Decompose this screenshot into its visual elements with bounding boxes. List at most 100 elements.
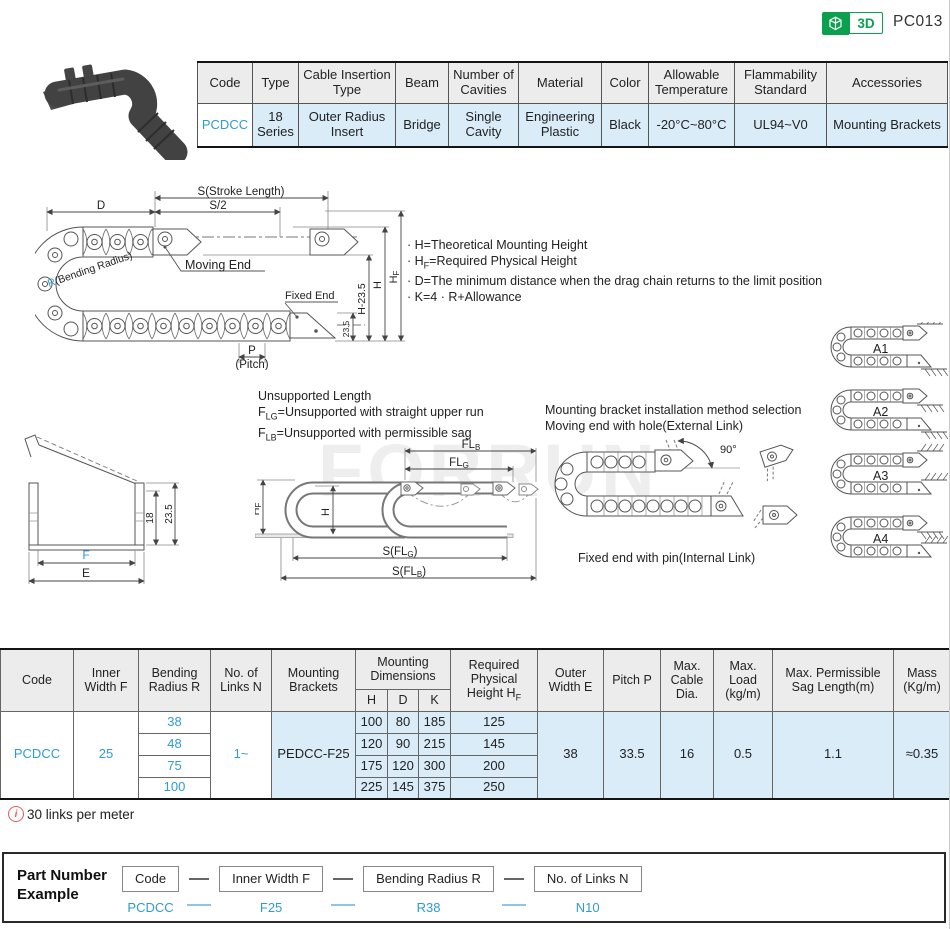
view-3d-badge[interactable]: 3D [822, 12, 883, 35]
fixed-end-caption: Fixed end with pin(Internal Link) [578, 551, 756, 565]
part-number-value: F25 [259, 900, 283, 915]
variant-a1: A1 [830, 322, 948, 377]
rotation-arc [677, 438, 714, 469]
flg-pre: F [258, 405, 266, 419]
part-number-connector [494, 866, 534, 906]
variant-a2: A2 [830, 388, 948, 440]
spec-table: Code Type Cable Insertion Type Beam Numb… [197, 61, 948, 148]
dim-h: H [372, 281, 384, 289]
dim-23-5: 23.5 [341, 320, 351, 337]
connector-dash [333, 878, 354, 880]
fixed-end-label: Fixed End [285, 290, 335, 302]
col-pitch: Pitch P [603, 648, 661, 712]
dim-f: F [82, 548, 89, 562]
mounting-variant-diagrams: A1 A2 A3 A4 [830, 322, 948, 558]
col-required-height: Required Physical Height HF [450, 648, 538, 712]
spec-header-cavities: Number of Cavities [448, 61, 519, 104]
dim-hf-sub: F [392, 270, 401, 275]
info-icon: i [8, 806, 24, 822]
cell-h: 120 [355, 732, 388, 756]
part-number-flow: Code PCDCC Inner Width F F25 Bending Rad… [122, 866, 642, 915]
col-d: D [387, 688, 419, 712]
part-number-box: No. of Links N [533, 866, 642, 892]
unsupported-length-notes: Unsupported Length FLG=Unsupported with … [258, 388, 558, 445]
mounting-method-subtitle: Moving end with hole(External Link) [545, 419, 744, 433]
part-number-item-code: Code PCDCC [122, 866, 180, 915]
spec-value-material: Engineering Plastic [518, 103, 602, 148]
cell-links: 1~ [210, 710, 272, 800]
dim-s-half: S/2 [209, 200, 226, 212]
product-photo [43, 64, 188, 160]
cell-h: 100 [355, 710, 388, 734]
variant-a1-label: A1 [873, 342, 888, 356]
note-hf: · HF=Required Physical Height [407, 254, 947, 274]
table-row: 75 175 120 300 200 [1, 754, 950, 778]
hf-pre: H [255, 507, 262, 515]
part-number-item-width: Inner Width F F25 [219, 866, 324, 915]
main-dimension-diagram: S(Stroke Length) S/2 D Moving End R(Bend… [35, 186, 405, 370]
chain-loop-left [284, 481, 405, 539]
cell-outer-width: 38 [537, 710, 604, 800]
note-h: · H=Theoretical Mounting Height [407, 238, 588, 252]
moving-end-bracket-ghost [309, 228, 359, 256]
spec-value-insertion: Outer Radius Insert [298, 103, 396, 148]
cell-radius: 38 [138, 710, 211, 734]
dim-s-flg: S(FLG) [383, 546, 418, 559]
unsupported-flb-note: FLB=Unsupported with permissible sag [258, 425, 558, 446]
flb-pre: F [258, 425, 266, 440]
spec-header-code: Code [197, 61, 253, 104]
flg-sub: LG [265, 411, 278, 422]
variant-a3-label: A3 [873, 469, 888, 483]
spec-header-flammability: Flammability Standard [734, 61, 827, 104]
drag-chain-photo [43, 64, 188, 160]
spec-value-type: 18 Series [252, 103, 299, 148]
note-d: · D=The minimum distance when the drag c… [407, 274, 823, 289]
hf-sub: F [255, 502, 263, 507]
cell-code: PCDCC [0, 710, 74, 800]
connector-dash [189, 878, 210, 880]
part-number-box: Code [122, 866, 180, 892]
col-k: K [418, 688, 451, 712]
col-bending-radius: Bending Radius R [138, 648, 211, 712]
dim-h: H [320, 508, 332, 516]
fixed-end-bracket [289, 312, 337, 339]
connector-dash-blue [187, 904, 212, 906]
dim-h-minus: H-23.5 [356, 283, 368, 315]
note-hf-pre: · H [407, 253, 424, 268]
dimension-lines [260, 448, 537, 581]
chain-body [554, 449, 744, 517]
part-number-connector [179, 866, 219, 906]
cell-inner-width: 25 [73, 710, 139, 800]
col-max-cable: Max. Cable Dia. [660, 648, 714, 712]
part-number-example: Part Number Example Code PCDCC Inner Wid… [2, 852, 946, 923]
dimension-lines [28, 482, 179, 585]
mounting-method-diagram: 90° [554, 438, 798, 529]
bracket-icon-top [759, 444, 794, 482]
dim-stroke-length: S(Stroke Length) [198, 186, 285, 198]
cell-h: 225 [355, 776, 388, 800]
col-mounting-dims: Mounting Dimensions [355, 648, 451, 690]
part-number-value: N10 [575, 900, 600, 915]
col-outer-width: Outer Width E [537, 648, 604, 712]
dim-hf-pre: H [388, 275, 400, 283]
table-row: PCDCC 25 38 1~ PEDCC-F25 100 80 185 125 … [0, 710, 949, 800]
sflg-post: ) [414, 546, 418, 558]
col-inner-width: Inner Width F [73, 648, 139, 712]
sflb-post: ) [422, 566, 426, 578]
req-height-sub: F [515, 692, 522, 703]
col-max-load: Max. Load (kg/m) [713, 648, 773, 712]
cube-3d-icon [822, 12, 849, 35]
leader-lines [163, 245, 338, 319]
cell-hf: 125 [450, 710, 538, 734]
sag-curve-left [406, 491, 472, 507]
note-hf-post: =Required Physical Height [429, 253, 577, 268]
note-hf-sub: F [423, 260, 430, 271]
cell-d: 90 [387, 732, 419, 756]
cell-radius: 75 [138, 754, 211, 778]
part-number-title-line2: Example [17, 886, 79, 903]
spec-header-type: Type [252, 61, 299, 104]
angle-label: 90° [720, 444, 737, 456]
dim-s-flb: S(FLB) [392, 566, 426, 579]
spec-value-code: PCDCC [197, 103, 253, 148]
spec-header-temperature: Allowable Temperature [648, 61, 735, 104]
